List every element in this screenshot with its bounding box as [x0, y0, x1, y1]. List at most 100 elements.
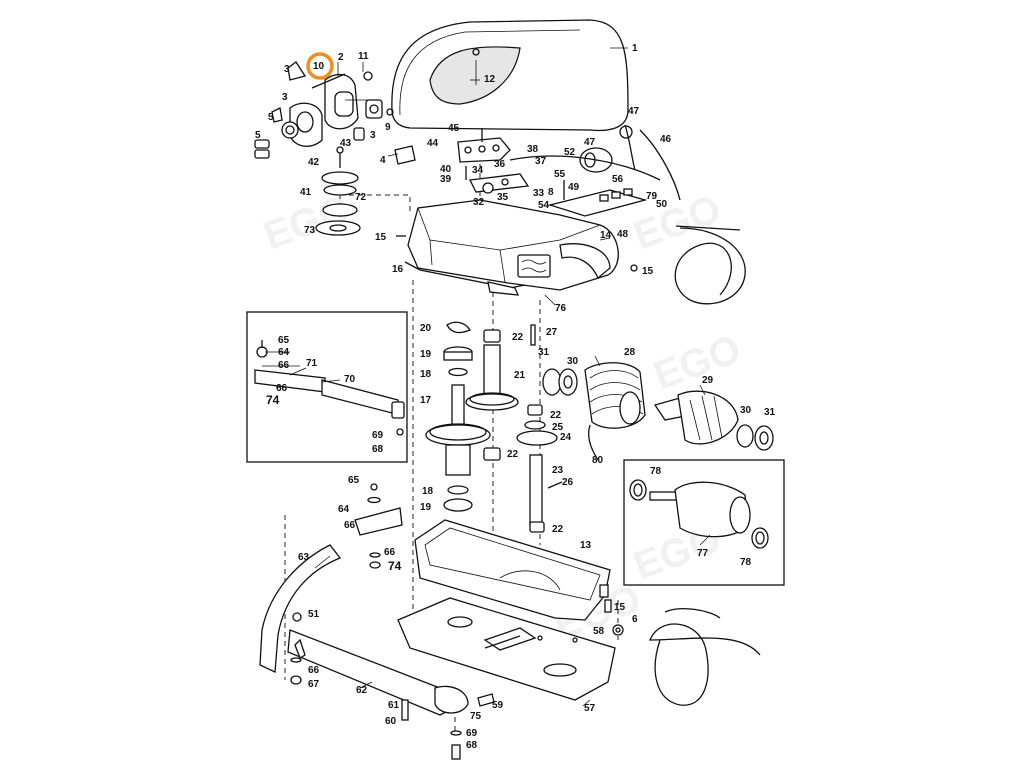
part-label: 68 [466, 740, 478, 751]
part-label: 25 [552, 422, 564, 433]
part-label: 32 [473, 197, 485, 208]
part-label: 54 [538, 200, 550, 211]
motor-assembly [542, 362, 774, 461]
part-label: 61 [388, 700, 400, 711]
part-label: 15 [614, 602, 626, 613]
part-label: 20 [420, 323, 432, 334]
part-label: 27 [546, 327, 558, 338]
part-label: 72 [355, 192, 367, 203]
part-label: 66 [276, 383, 288, 394]
part-label: 64 [338, 504, 350, 515]
part-label: 3 [284, 64, 290, 75]
part-label: 30 [740, 405, 752, 416]
part-label: 59 [492, 700, 504, 711]
part-label: 65 [348, 475, 360, 486]
part-label: 52 [564, 147, 576, 158]
part-label: 68 [372, 444, 384, 455]
inset-motor-box [623, 459, 785, 586]
part-label: 15 [375, 232, 387, 243]
part-label: 4 [380, 155, 386, 166]
part-label: 6 [632, 614, 638, 625]
control-components [457, 124, 681, 217]
part-label: 11 [358, 51, 369, 62]
part-label: 73 [304, 225, 316, 236]
lower-housing [414, 519, 611, 621]
part-label: 60 [385, 716, 397, 727]
part-label: 66 [384, 547, 396, 558]
part-label: 8 [548, 187, 554, 198]
part-label: 56 [612, 174, 624, 185]
part-label: 58 [593, 626, 605, 637]
part-label: 34 [472, 165, 484, 176]
part-label: 22 [550, 410, 562, 421]
part-label: 18 [420, 369, 432, 380]
part-label: 12 [484, 74, 496, 85]
part-label: 9 [385, 122, 391, 133]
part-label: 77 [697, 548, 709, 559]
part-label: 28 [624, 347, 636, 358]
part-label: 47 [584, 137, 596, 148]
part-label: 51 [308, 609, 320, 620]
part-label: 36 [494, 159, 506, 170]
watermark-text: EGO [648, 327, 747, 399]
part-label: 46 [660, 134, 672, 145]
part-label: 66 [308, 665, 320, 676]
loose-cable [649, 608, 761, 706]
part-label: 45 [448, 123, 460, 134]
part-label: 40 [440, 164, 452, 175]
part-label: 37 [535, 156, 547, 167]
part-label: 63 [298, 552, 310, 563]
misc-fasteners [477, 264, 638, 707]
part-label: 2 [338, 52, 344, 63]
part-label: 31 [538, 347, 550, 358]
part-label: 15 [642, 266, 654, 277]
part-label: 1 [632, 43, 638, 54]
part-label: 5 [255, 130, 261, 141]
part-label: 66 [344, 520, 356, 531]
part-label: 69 [372, 430, 384, 441]
highlight-ring [306, 52, 334, 80]
part-label: 22 [552, 524, 564, 535]
part-label: 79 [646, 191, 658, 202]
part-label: 13 [580, 540, 592, 551]
lever-arms [259, 483, 469, 760]
cover-part [391, 19, 629, 132]
part-label: 35 [497, 192, 509, 203]
part-label: 24 [560, 432, 572, 443]
base-plate [397, 597, 616, 701]
part-label: 55 [554, 169, 566, 180]
inset-arm-box [246, 311, 408, 463]
part-label: 30 [567, 356, 579, 367]
part-label: 64 [278, 347, 290, 358]
part-label: 21 [514, 370, 526, 381]
part-label: 3 [370, 130, 376, 141]
part-label: 75 [470, 711, 482, 722]
part-label: 78 [740, 557, 752, 568]
part-label: 18 [422, 486, 434, 497]
part-label: 74 [266, 393, 280, 407]
part-label: 10 [313, 61, 325, 72]
part-label: 39 [440, 174, 452, 185]
part-label: 80 [592, 455, 604, 466]
part-label: 22 [507, 449, 519, 460]
coiled-cable [674, 225, 746, 305]
part-label: 23 [552, 465, 564, 476]
part-label: 49 [568, 182, 580, 193]
part-label: 66 [278, 360, 290, 371]
leader-lines [262, 47, 711, 707]
gear-train [425, 321, 563, 533]
part-label: 19 [420, 502, 432, 513]
part-label: 50 [656, 199, 668, 210]
part-label: 5 [268, 112, 274, 123]
watermark-text: EGO [628, 187, 727, 259]
part-label: 17 [420, 395, 432, 406]
bearing-stack [315, 146, 361, 236]
part-label: 42 [308, 157, 320, 168]
part-label: 70 [344, 374, 356, 385]
part-label: 43 [340, 138, 352, 149]
part-label: 44 [427, 138, 439, 149]
part-label: 19 [420, 349, 432, 360]
part-label: 26 [562, 477, 574, 488]
part-label: 65 [278, 335, 290, 346]
